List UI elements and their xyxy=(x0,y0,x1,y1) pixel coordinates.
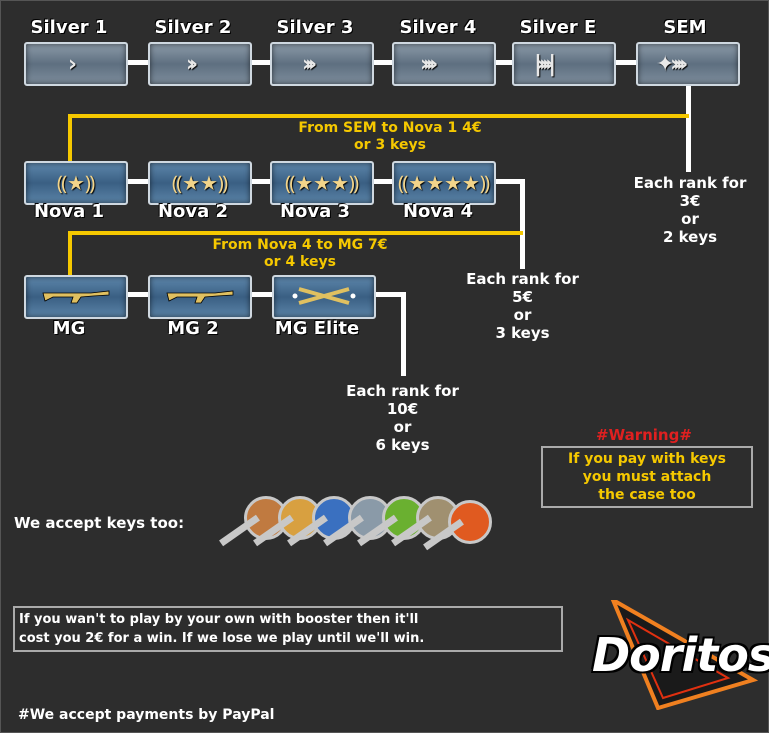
badge-mg xyxy=(24,275,128,319)
keys-label: We accept keys too: xyxy=(14,514,185,532)
price-nova-line2: 5€ xyxy=(512,288,533,306)
price-nova-line3: or xyxy=(513,306,532,324)
badge-silver-elite: |››››| xyxy=(512,42,616,86)
connector-line xyxy=(120,60,150,65)
rank-title-sem: SEM xyxy=(663,17,707,38)
paypal-note: #We accept payments by PayPal xyxy=(18,707,275,723)
badge-silver-3: ››› xyxy=(270,42,374,86)
promotion-line xyxy=(68,114,689,118)
promotion-line xyxy=(68,231,523,235)
connector-line xyxy=(368,292,404,297)
badge-mg-elite xyxy=(272,275,376,319)
rank-title-silver-e: Silver E xyxy=(519,17,597,38)
price-silver-line2: 3€ xyxy=(679,192,701,210)
connector-line xyxy=(401,292,406,376)
connector-line xyxy=(608,60,638,65)
price-silver-line4: 2 keys xyxy=(662,228,718,246)
rank-title-mg-elite: MG Elite xyxy=(274,318,360,339)
promo-nova-mg-line1: From Nova 4 to MG 7€ xyxy=(212,237,388,253)
connector-line xyxy=(244,179,272,184)
doritos-logo xyxy=(610,600,758,710)
price-mg-line4: 6 keys xyxy=(375,436,430,454)
badge-sem: ✦ ›››› xyxy=(636,42,740,86)
warning-line: the case too xyxy=(598,487,696,503)
booster-line: cost you 2€ for a win. If we lose we pla… xyxy=(19,631,425,646)
rifle-icon xyxy=(166,290,234,304)
rank-title-nova-1: Nova 1 xyxy=(33,201,105,222)
warning-title: #Warning# xyxy=(596,426,692,444)
warning-line: If you pay with keys xyxy=(568,451,726,467)
rank-title-nova-3: Nova 3 xyxy=(279,201,351,222)
promo-sem-nova-line1: From SEM to Nova 1 4€ xyxy=(298,120,482,136)
connector-line xyxy=(686,82,691,172)
promo-sem-nova-line2: or 3 keys xyxy=(354,137,426,153)
badge-silver-4: ›››› xyxy=(392,42,496,86)
connector-line xyxy=(244,60,272,65)
warning-line: you must attach xyxy=(582,469,712,485)
warning-box: If you pay with keys you must attach the… xyxy=(541,446,753,508)
price-mg-line2: 10€ xyxy=(386,400,419,418)
rank-title-silver-1: Silver 1 xyxy=(30,17,108,38)
promotion-line xyxy=(68,114,72,164)
booster-box: If you wan't to play by your own with bo… xyxy=(13,606,563,652)
price-nova-line4: 3 keys xyxy=(495,324,550,342)
doritos-logo-text: Doritos xyxy=(592,628,769,682)
badge-nova-4: ⸨★★★★⸩ xyxy=(392,161,496,205)
connector-line xyxy=(120,292,150,297)
case-key-icon xyxy=(423,500,492,551)
rank-title-mg: MG xyxy=(52,318,86,339)
badge-nova-2: ⸨★★⸩ xyxy=(148,161,252,205)
badge-silver-1: › xyxy=(24,42,128,86)
badge-silver-2: ›› xyxy=(148,42,252,86)
badge-mg-2 xyxy=(148,275,252,319)
price-silver-line1: Each rank for xyxy=(633,174,747,192)
connector-line xyxy=(366,179,394,184)
price-mg-line3: or xyxy=(393,418,412,436)
badge-nova-1: ⸨★⸩ xyxy=(24,161,128,205)
rifle-icon xyxy=(42,290,110,304)
rank-title-nova-4: Nova 4 xyxy=(402,201,474,222)
price-mg-line1: Each rank for xyxy=(346,382,459,400)
rank-title-silver-2: Silver 2 xyxy=(154,17,232,38)
promotion-line xyxy=(68,231,72,277)
price-nova-line1: Each rank for xyxy=(466,270,579,288)
promo-nova-mg-line2: or 4 keys xyxy=(264,254,336,270)
connector-line xyxy=(520,179,525,269)
connector-line xyxy=(244,292,272,297)
rank-title-nova-2: Nova 2 xyxy=(157,201,229,222)
badge-nova-3: ⸨★★★⸩ xyxy=(270,161,374,205)
price-silver-line3: or xyxy=(681,210,699,228)
connector-line xyxy=(490,179,522,184)
rank-title-mg-2: MG 2 xyxy=(167,318,219,339)
rank-title-silver-4: Silver 4 xyxy=(399,17,477,38)
connector-line xyxy=(488,60,516,65)
crossed-rifles-icon xyxy=(292,287,356,305)
connector-line xyxy=(366,60,394,65)
connector-line xyxy=(120,179,150,184)
rank-title-silver-3: Silver 3 xyxy=(276,17,354,38)
booster-line: If you wan't to play by your own with bo… xyxy=(19,612,419,627)
